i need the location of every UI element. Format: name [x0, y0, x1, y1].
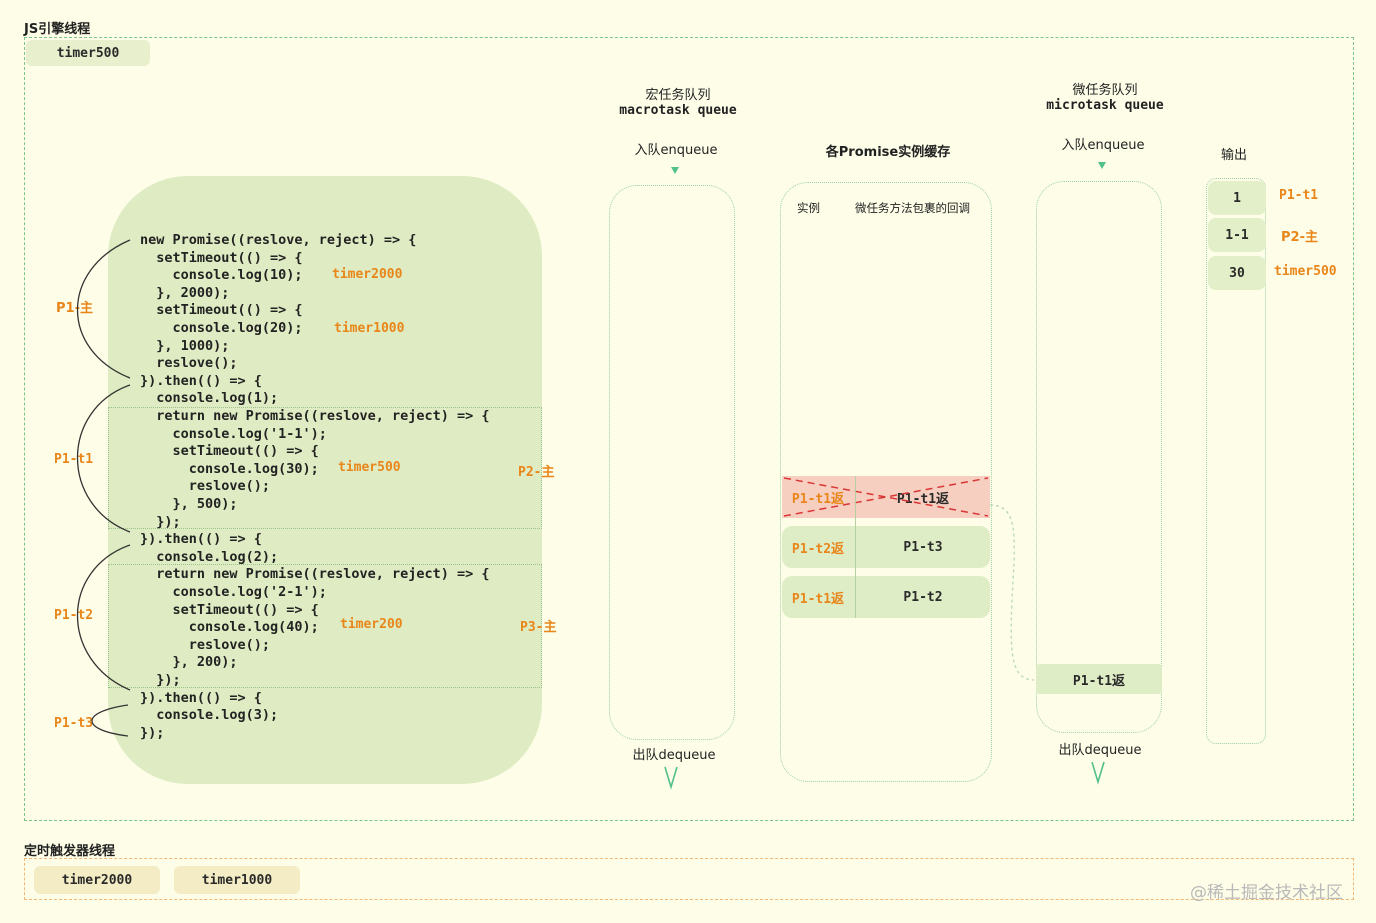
code-line: console.log(40);	[140, 619, 319, 636]
microtask-dequeue: 出队dequeue	[1058, 743, 1142, 758]
timer-label-2000: timer2000	[332, 267, 403, 282]
output-value: 30	[1208, 256, 1266, 290]
code-line: console.log(10);	[140, 267, 303, 284]
code-line: }, 2000);	[140, 284, 230, 301]
microtask-title-en: microtask queue	[1046, 98, 1164, 113]
promise-row-instance: P1-t2返	[791, 541, 845, 557]
code-line: setTimeout(() => {	[140, 601, 319, 618]
label-p1-t2: P1-t2	[54, 608, 94, 623]
output-title: 输出	[1221, 148, 1248, 163]
timer500-pill: timer500	[26, 40, 150, 66]
output-source: timer500	[1274, 264, 1337, 279]
code-line: setTimeout(() => {	[140, 443, 319, 460]
output-column	[1206, 178, 1266, 744]
microtask-enqueue: 入队enqueue	[1061, 138, 1145, 153]
code-block	[108, 176, 542, 784]
output-source: P1-t1	[1279, 188, 1319, 203]
macrotask-title-en: macrotask queue	[619, 103, 737, 118]
timer1000-pill: timer1000	[174, 866, 300, 894]
code-line: reslove();	[140, 478, 271, 495]
label-p3-main: P3-主	[520, 620, 557, 635]
code-line: }, 500);	[140, 496, 238, 512]
js-thread-container	[24, 37, 1354, 821]
timer-label-500: timer500	[338, 460, 401, 475]
output-value: 1-1	[1208, 218, 1266, 252]
microtask-enqueue-arrow-icon	[1098, 162, 1106, 169]
microtask-item-label: P1-t1返	[1072, 673, 1126, 689]
microtask-item: P1-t1返	[1036, 664, 1162, 694]
code-line: });	[140, 513, 181, 530]
p3-region	[108, 564, 542, 688]
macrotask-dequeue: 出队dequeue	[632, 748, 716, 763]
code-line: }, 200);	[140, 654, 238, 671]
code-line: setTimeout(() => {	[140, 249, 303, 266]
code-line: console.log(1);	[140, 390, 279, 407]
timer-thread-container	[24, 858, 1354, 900]
output-source: P2-主	[1281, 230, 1318, 245]
macrotask-queue	[609, 185, 735, 740]
macrotask-title-cn: 宏任务队列	[645, 88, 711, 103]
macrotask-enqueue-arrow-icon	[671, 167, 679, 174]
promise-cache-title: 各Promise实例缓存	[825, 145, 951, 160]
js-thread-title: JS引擎线程	[24, 22, 91, 37]
code-line: });	[140, 672, 181, 688]
promise-row: P1-t2返 P1-t3	[782, 526, 990, 568]
promise-row: P1-t1返 P1-t2	[782, 576, 990, 618]
promise-row-callback: P1-t3	[903, 539, 943, 555]
label-p2-main: P2-主	[518, 465, 555, 480]
code-line: }, 1000);	[140, 337, 230, 354]
code-line: return new Promise((reslove, reject) => …	[140, 408, 490, 424]
promise-row-callback: P1-t2	[903, 589, 943, 605]
cross-out-icon	[783, 477, 989, 517]
promise-row-instance: P1-t1返	[791, 491, 845, 507]
timer-label-200: timer200	[340, 617, 403, 632]
code-line: reslove();	[140, 636, 271, 653]
label-p1-main: P1-主	[56, 301, 93, 316]
code-line: setTimeout(() => {	[140, 302, 303, 319]
microtask-queue	[1036, 181, 1162, 733]
macrotask-enqueue: 入队enqueue	[634, 143, 718, 158]
p2-region	[108, 407, 542, 529]
column-divider	[855, 476, 856, 618]
microtask-title-cn: 微任务队列	[1072, 83, 1138, 98]
code-line: }).then(() => {	[140, 372, 262, 389]
col-instance-header: 实例	[797, 201, 820, 215]
watermark: @稀土掘金技术社区	[1190, 883, 1343, 903]
promise-cache-container	[780, 182, 992, 782]
code-line: }).then(() => {	[140, 531, 262, 548]
timer2000-pill: timer2000	[34, 866, 160, 894]
code-line: reslove();	[140, 355, 238, 372]
promise-row-callback: P1-t1返	[896, 491, 950, 507]
code-line: }).then(() => {	[140, 689, 262, 706]
code-line: new Promise((reslove, reject) => {	[140, 232, 417, 248]
label-p1-t3: P1-t3	[54, 716, 94, 731]
code-line: console.log('2-1');	[140, 584, 327, 600]
code-line: return new Promise((reslove, reject) => …	[140, 566, 490, 583]
timer-label-1000: timer1000	[334, 321, 405, 336]
code-line: console.log('1-1');	[140, 425, 327, 442]
label-p1-t1: P1-t1	[54, 452, 94, 467]
code-line: console.log(30);	[140, 460, 319, 477]
output-value: 1	[1208, 181, 1266, 215]
code-line: console.log(3);	[140, 707, 279, 724]
code-line: });	[140, 724, 165, 741]
code-line: console.log(2);	[140, 548, 279, 565]
timer-thread-title: 定时触发器线程	[24, 844, 116, 859]
promise-row-crossed: P1-t1返 P1-t1返	[782, 476, 990, 518]
col-callback-header: 微任务方法包裹的回调	[855, 201, 970, 215]
promise-row-instance: P1-t1返	[791, 591, 845, 607]
code-line: console.log(20);	[140, 320, 303, 336]
